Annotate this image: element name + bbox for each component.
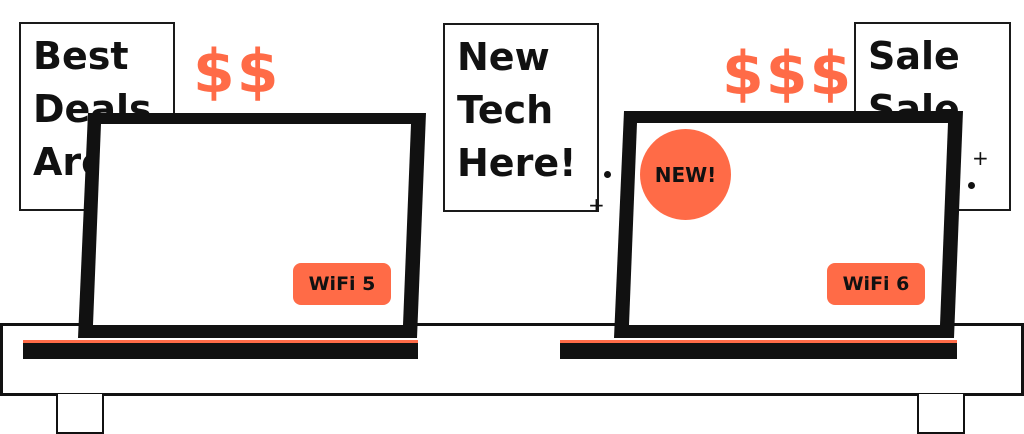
- wifi-6-badge: WiFi 6: [827, 263, 925, 305]
- price-level-high: $$$: [722, 39, 854, 109]
- decor-dot-right: [968, 182, 975, 189]
- laptop-left-base: [23, 340, 418, 359]
- table-leg-right: [917, 394, 965, 434]
- decor-plus-left: +: [588, 193, 605, 217]
- sign-new-tech-text: New Tech Here!: [457, 35, 577, 185]
- laptop-right-base-stripe: [560, 340, 957, 343]
- new-badge: NEW!: [640, 129, 731, 220]
- decor-dot-left: [604, 171, 611, 178]
- table-leg-left: [56, 394, 104, 434]
- wifi-5-badge: WiFi 5: [293, 263, 391, 305]
- decor-plus-right: +: [972, 146, 989, 170]
- price-level-low: $$: [193, 37, 281, 107]
- sign-new-tech: New Tech Here!: [443, 23, 599, 212]
- laptop-left-base-stripe: [23, 340, 418, 343]
- laptop-right-base: [560, 340, 957, 359]
